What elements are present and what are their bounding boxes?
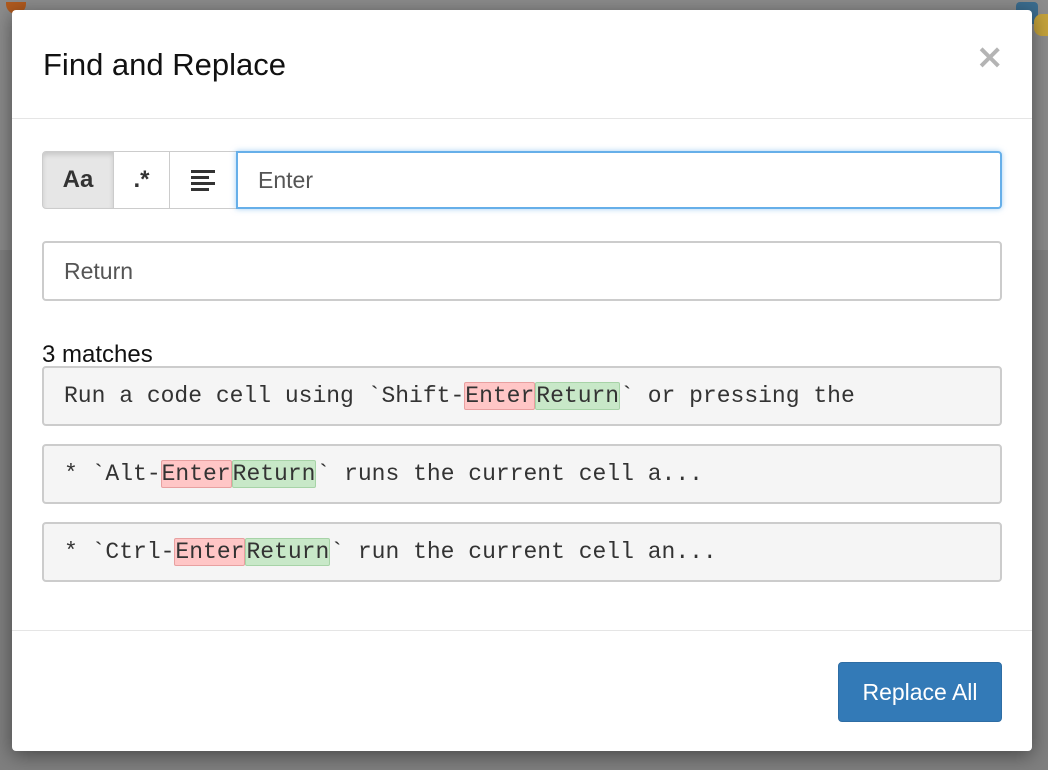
selected-lines-toggle[interactable] (170, 151, 237, 209)
find-highlight: Enter (174, 538, 246, 566)
replace-highlight: Return (231, 460, 317, 488)
replace-all-button[interactable]: Replace All (838, 662, 1002, 722)
find-highlight: Enter (464, 382, 536, 410)
dialog-header: Find and Replace × (12, 10, 1032, 119)
find-replace-dialog: Find and Replace × Aa .* 3 matches Run a… (12, 10, 1032, 751)
match-text-after: ` runs the current cell a... (316, 461, 703, 487)
kernel-indicator-icon (1034, 14, 1048, 36)
replace-highlight: Return (245, 538, 331, 566)
match-case-toggle[interactable]: Aa (42, 151, 114, 209)
align-left-icon (191, 167, 215, 194)
match-text-before: Run a code cell using `Shift- (64, 383, 465, 409)
dialog-footer: Replace All (12, 630, 1032, 751)
replace-highlight: Return (535, 382, 621, 410)
find-highlight: Enter (160, 460, 232, 488)
match-count: 3 matches (42, 341, 153, 368)
match-text-before: * `Ctrl- (64, 539, 175, 565)
match-text-after: ` or pressing the (620, 383, 855, 409)
find-row: Aa .* (42, 151, 1002, 211)
match-text-after: ` run the current cell an... (330, 539, 717, 565)
close-button[interactable]: × (975, 37, 1005, 77)
dialog-title: Find and Replace (43, 47, 286, 82)
find-input[interactable] (236, 151, 1002, 209)
regex-toggle[interactable]: .* (114, 151, 170, 209)
match-text-before: * `Alt- (64, 461, 161, 487)
dialog-body: Aa .* 3 matches Run a code cell using `S… (12, 119, 1032, 631)
replace-input[interactable] (42, 241, 1002, 301)
